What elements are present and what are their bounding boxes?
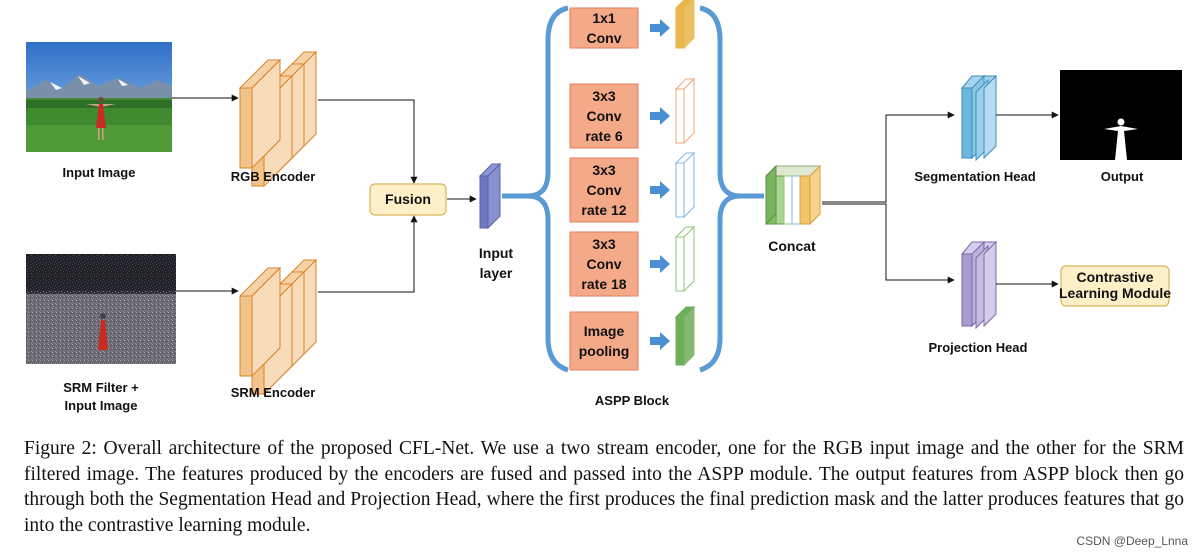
srm-encoder-block bbox=[238, 258, 318, 396]
aspp-block-label: ASPP Block bbox=[595, 393, 670, 408]
aspp-branch-text-2-1: Conv bbox=[587, 182, 622, 198]
aspp-branch-arrow-3 bbox=[650, 255, 670, 273]
contrastive-label-line2: Learning Module bbox=[1059, 285, 1171, 301]
aspp-branch-text-2-2: rate 12 bbox=[581, 202, 626, 218]
aspp-branch-box-4 bbox=[569, 311, 639, 371]
figure-caption: Figure 2: Overall architecture of the pr… bbox=[24, 438, 1184, 536]
aspp-branch-feature-3 bbox=[674, 225, 696, 293]
aspp-branch-text-3-1: Conv bbox=[587, 256, 622, 272]
aspp-branch-text-3-2: rate 18 bbox=[581, 276, 626, 292]
projection-head-label: Projection Head bbox=[929, 340, 1028, 355]
rgb-encoder-block bbox=[238, 50, 318, 188]
segmentation-head-block bbox=[960, 74, 998, 162]
aspp-branch-text-1-2: rate 6 bbox=[585, 128, 623, 144]
architecture-diagram: Input Image SRM Filter + Input Image RGB… bbox=[26, 0, 1182, 413]
aspp-branch-text-1-1: Conv bbox=[587, 108, 622, 124]
contrastive-learning-box bbox=[1060, 265, 1170, 307]
aspp-branch-arrow-1 bbox=[650, 107, 670, 125]
output-label: Output bbox=[1101, 169, 1144, 184]
aspp-branch-feature-2 bbox=[674, 151, 696, 219]
aspp-branch-box-2 bbox=[569, 157, 639, 223]
srm-input-label-line1: SRM Filter + bbox=[63, 380, 139, 395]
aspp-branch-box-3 bbox=[569, 231, 639, 297]
watermark: CSDN @Deep_Lnna bbox=[1076, 534, 1188, 548]
aspp-branch-feature-0 bbox=[674, 0, 695, 50]
aspp-branch-arrow-4 bbox=[650, 332, 670, 350]
rgb-encoder-label: RGB Encoder bbox=[231, 169, 316, 184]
arrow-concat-to-segmentation-head bbox=[822, 111, 955, 203]
input-image-thumbnail bbox=[26, 42, 172, 152]
aspp-branch-box-1 bbox=[569, 83, 639, 149]
aspp-branch-text-0-0: 1x1 bbox=[592, 10, 616, 26]
concat-block bbox=[764, 164, 822, 226]
arrow-srm-encoder-to-fusion bbox=[318, 215, 418, 293]
aspp-branch-text-3-0: 3x3 bbox=[592, 236, 616, 252]
arrow-concat-to-projection-head bbox=[822, 203, 955, 284]
aspp-branch-feature-1 bbox=[674, 77, 696, 145]
aspp-left-brace bbox=[502, 5, 569, 373]
input-layer-label-line1: Input bbox=[479, 245, 514, 261]
aspp-branch-arrow-2 bbox=[650, 181, 670, 199]
input-layer-label-line2: layer bbox=[480, 265, 513, 281]
projection-head-block bbox=[960, 240, 998, 330]
input-layer-block bbox=[478, 162, 502, 230]
aspp-branch-text-4-1: pooling bbox=[579, 343, 630, 359]
aspp-branch-box-0 bbox=[569, 7, 639, 49]
aspp-branch-text-4-0: Image bbox=[584, 323, 625, 339]
srm-input-label-line2: Input Image bbox=[65, 398, 138, 413]
srm-encoder-label: SRM Encoder bbox=[231, 385, 316, 400]
concat-label: Concat bbox=[768, 238, 816, 254]
aspp-branch-arrow-0 bbox=[650, 19, 670, 37]
input-image-label: Input Image bbox=[63, 165, 136, 180]
output-mask-image bbox=[1060, 70, 1182, 160]
fusion-box bbox=[369, 183, 447, 216]
aspp-branch-text-0-1: Conv bbox=[587, 30, 622, 46]
srm-image-thumbnail bbox=[26, 254, 176, 364]
aspp-branch-text-2-0: 3x3 bbox=[592, 162, 616, 178]
contrastive-label-line1: Contrastive bbox=[1076, 269, 1153, 285]
arrow-rgb-encoder-to-fusion bbox=[318, 99, 418, 184]
segmentation-head-label: Segmentation Head bbox=[914, 169, 1035, 184]
fusion-label: Fusion bbox=[385, 191, 431, 207]
aspp-branch-feature-4 bbox=[674, 305, 696, 367]
aspp-branch-text-1-0: 3x3 bbox=[592, 88, 616, 104]
aspp-right-brace bbox=[699, 5, 764, 373]
